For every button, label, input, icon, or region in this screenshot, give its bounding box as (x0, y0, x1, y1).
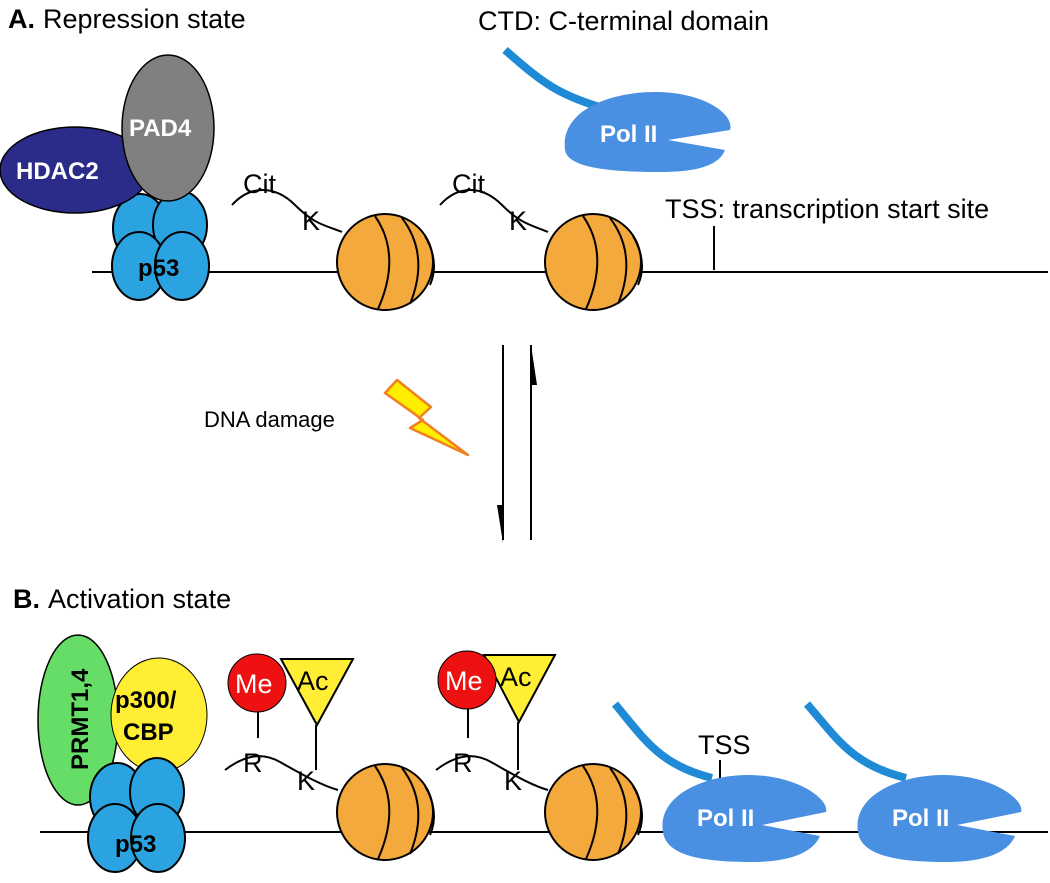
dna-wrap (582, 215, 599, 310)
lysine-label: K (297, 766, 315, 796)
p53-label-b: p53 (115, 831, 156, 858)
p53-label-a: p53 (138, 255, 179, 282)
acetyl-mark (482, 654, 557, 725)
nucleosome-b2: R K Ac Me (435, 650, 643, 861)
pol2-free: Pol II (502, 46, 731, 172)
dna-wrap (401, 767, 420, 855)
arrow-down-head (497, 505, 503, 543)
pol2-b1: Pol II (611, 701, 827, 862)
nucleosome-a2: Cit K (439, 169, 643, 311)
pol2-body-a (564, 92, 731, 172)
p53-subunit (154, 231, 210, 301)
p300-label-line2: CBP (123, 719, 174, 746)
arginine-label: R (453, 748, 473, 778)
panel-b-heading: B.Activation state (13, 584, 231, 614)
panel-a-repression: A.Repression state CTD: C-terminal domai… (0, 4, 1048, 311)
dna-damage-label: DNA damage (204, 407, 335, 432)
arginine-label: R (243, 748, 263, 778)
methyl-label: Me (235, 669, 273, 699)
dna-wrap (401, 217, 420, 305)
pad4-label: PAD4 (129, 115, 192, 142)
pol2-b2: Pol II (803, 701, 1022, 862)
prmt-enzyme: PRMT1,4 (37, 634, 119, 806)
lightning-icon (383, 378, 470, 457)
pad4-shape (121, 54, 215, 202)
dna-wrap (424, 235, 435, 286)
tss-legend: TSS: transcription start site (665, 194, 989, 224)
dna-wrap (632, 235, 643, 286)
acetyl-label: Ac (297, 666, 329, 696)
p300-cbp: p300/ CBP (110, 657, 208, 773)
pad4-enzyme: PAD4 (121, 54, 215, 202)
pol2-label-b1: Pol II (697, 805, 754, 832)
p300-label-line1: p300/ (115, 687, 177, 714)
panel-a-heading: A.Repression state (8, 4, 246, 34)
pol2-label-a: Pol II (600, 121, 657, 148)
dna-wrap (374, 215, 391, 310)
dna-wrap (374, 765, 391, 860)
methyl-label: Me (445, 666, 483, 696)
ctd-tail-b1 (611, 701, 713, 782)
pol2-body-b1 (662, 775, 827, 862)
histone-tail (435, 755, 549, 791)
lysine-label: K (509, 206, 527, 236)
acetyl-mark (279, 658, 355, 728)
prmt-label: PRMT1,4 (67, 668, 94, 770)
p53-subunit (130, 803, 186, 873)
ctd-tail-a (502, 46, 612, 114)
pol2-body-b2 (857, 775, 1022, 862)
citrulline-label: Cit (452, 169, 485, 199)
p53-tetramer-b: p53 (87, 757, 186, 873)
arrow-up-head (531, 345, 537, 385)
transition: DNA damage (204, 345, 537, 543)
histone-tail (439, 189, 549, 233)
acetyl-label: Ac (500, 662, 532, 692)
dna-wrap (609, 767, 628, 855)
dna-wrap (632, 785, 643, 836)
ctd-legend: CTD: C-terminal domain (478, 6, 769, 36)
hdac2-label: HDAC2 (16, 158, 99, 185)
methyl-mark (227, 653, 287, 713)
methyl-mark (437, 650, 497, 710)
nucleosome-b1: R K Ac Me (224, 653, 435, 861)
citrulline-label: Cit (243, 169, 276, 199)
p300-shape (110, 657, 208, 773)
p53-tetramer-a: p53 (111, 190, 210, 301)
pol2-label-b2: Pol II (892, 805, 949, 832)
lysine-label: K (302, 206, 320, 236)
ctd-tail-b2 (803, 701, 907, 782)
dna-wrap (609, 217, 628, 305)
panel-b-activation: B.Activation state TSS PRMT1,4 p300/ CBP… (13, 584, 1048, 873)
nucleosome-a1: Cit K (231, 169, 435, 311)
dna-wrap (582, 765, 599, 860)
tss-label-b: TSS (698, 730, 751, 760)
histone-tail (231, 189, 343, 233)
lysine-label: K (504, 766, 522, 796)
dna-wrap (424, 785, 435, 836)
histone-tail (224, 755, 339, 791)
